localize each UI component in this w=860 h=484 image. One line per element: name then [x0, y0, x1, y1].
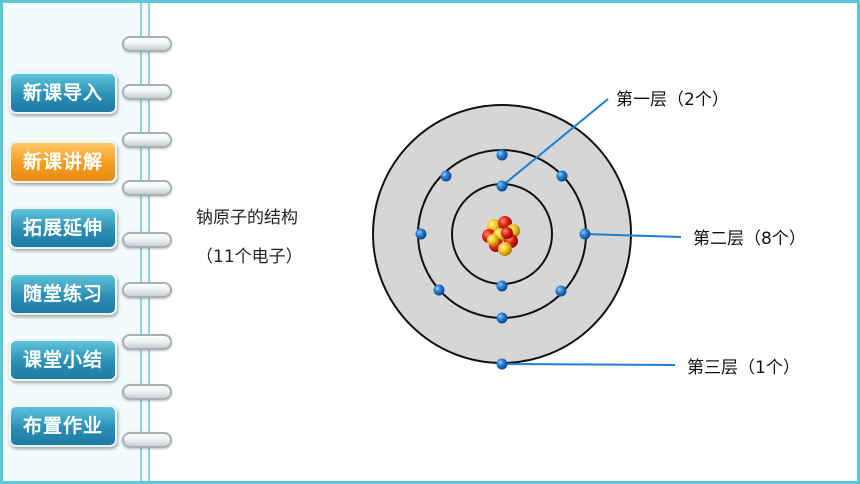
- electron-shell-2: [496, 149, 508, 161]
- nav-button-summary[interactable]: 课堂小结: [9, 339, 117, 381]
- frame-border-right: [857, 0, 860, 484]
- pointer-line-shell-2: [584, 233, 682, 238]
- diagram-caption-title: 钠原子的结构: [196, 208, 298, 228]
- diagram-caption-electrons: （11个电子）: [196, 247, 303, 267]
- electron-shell-2: [433, 284, 445, 296]
- nav-button-lesson[interactable]: 新课讲解: [9, 141, 117, 183]
- nav-button-practice[interactable]: 随堂练习: [9, 273, 117, 315]
- electron-shell-2: [496, 312, 508, 324]
- binding-ring: [122, 384, 172, 400]
- binding-ring: [122, 180, 172, 196]
- shell-label-3: 第三层（1个）: [687, 358, 800, 378]
- binding-ring: [122, 36, 172, 52]
- nav-button-homework[interactable]: 布置作业: [9, 405, 117, 447]
- shell-label-1: 第一层（2个）: [616, 90, 729, 110]
- binding-ring: [122, 282, 172, 298]
- binding-ring: [122, 232, 172, 248]
- binding-ring: [122, 84, 172, 100]
- frame-border-left: [0, 0, 3, 484]
- binding-ring: [122, 334, 172, 350]
- electron-shell-2: [415, 228, 427, 240]
- electron-shell-2: [579, 228, 591, 240]
- frame-border-top: [0, 0, 860, 3]
- binding-ring: [122, 432, 172, 448]
- electron-shell-2: [556, 170, 568, 182]
- electron-shell-3: [496, 358, 508, 370]
- binding-ring: [122, 132, 172, 148]
- shell-label-2: 第二层（8个）: [693, 229, 806, 249]
- pointer-line-shell-1: [501, 98, 609, 187]
- nucleus: [482, 216, 520, 256]
- electron-shell-2: [440, 170, 452, 182]
- nav-button-extension[interactable]: 拓展延伸: [9, 207, 117, 249]
- pointer-line-shell-3: [501, 363, 676, 366]
- electron-shell-2: [555, 285, 567, 297]
- frame-border-bottom: [0, 481, 860, 484]
- electron-shell-1: [496, 180, 508, 192]
- electron-shell-1: [496, 280, 508, 292]
- nav-button-intro[interactable]: 新课导入: [9, 72, 117, 114]
